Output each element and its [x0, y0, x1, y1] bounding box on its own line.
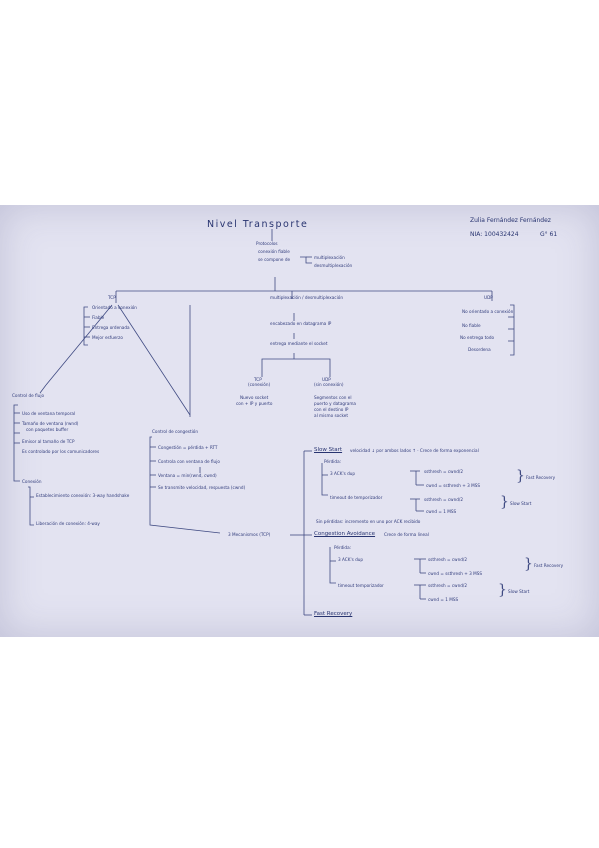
congestion-avoidance-acks: 3 ACK's dup	[338, 557, 364, 562]
slow-start-ref: Slow Start	[510, 501, 532, 506]
udp-item: No orientado a conexión	[462, 309, 514, 314]
mux-tcp-sub: (conexión)	[248, 382, 271, 387]
congestion-avoidance-slow-start-ref: Slow Start	[508, 589, 530, 594]
congestion-avoidance-desc: Crece de forma lineal	[384, 532, 429, 537]
slow-start-cwnd1: cwnd = ssthresh + 3 MSS	[426, 483, 481, 488]
brace-icon: }	[516, 468, 525, 484]
group-label: G° 61	[540, 231, 558, 238]
connection-item: Liberación de conexión: 4-way	[36, 521, 100, 526]
brace-icon: }	[500, 494, 509, 510]
slow-start-acks: 3 ACK's dup	[330, 471, 356, 476]
mux-udp-text: puerto y datagrama	[314, 401, 356, 406]
brace-icon: }	[524, 556, 533, 572]
slow-start-no-loss: Sin pérdidas: incremento en uno por ACK …	[316, 519, 421, 524]
fast-recovery-label: Fast Recovery	[314, 611, 353, 617]
connection-item: Establecimiento conexión: 3-way handshak…	[36, 493, 130, 498]
mux-udp-label: UDP	[322, 377, 331, 382]
root-item: conexión fiable	[258, 249, 290, 254]
mux-item: encabezado en datagrama IP	[270, 321, 332, 326]
root-sub-item: multiplexación	[314, 255, 345, 260]
tcp-label: TCP	[108, 295, 116, 300]
brace-icon: }	[498, 582, 507, 598]
page-title: Nivel Transporte	[207, 219, 309, 230]
congestion-avoidance-cwnd2: cwnd = 1 MSS	[428, 597, 459, 602]
congestion-item: Controla con ventana de flujo	[158, 459, 220, 464]
mechanisms-label: 3 Mecanismos (TCP)	[228, 532, 271, 537]
slow-start-timeout: timeout de temporizador	[330, 495, 383, 500]
root-sub-item: desmultiplexación	[314, 263, 353, 268]
tcp-item: Fiable	[92, 315, 105, 320]
congestion-avoidance-cwnd1: cwnd = ssthresh + 3 MSS	[428, 571, 483, 576]
slow-start-fast-recovery: Fast Recovery	[526, 475, 556, 480]
connector-lines	[13, 229, 515, 616]
nia-label: NIA: 100432424	[470, 231, 519, 238]
tcp-item: Mejor esfuerzo	[92, 335, 123, 340]
mux-tcp-label: TCP	[254, 377, 262, 382]
mux-udp-text: al mismo socket	[314, 413, 348, 418]
udp-item: Desordena	[468, 347, 491, 352]
author-name: Zulia Fernández Fernández	[470, 217, 551, 224]
mux-udp-sub: (sin conexión)	[314, 382, 344, 387]
udp-label: UDP	[484, 295, 493, 300]
flow-item: Tamaño de ventana (rwnd)	[22, 421, 79, 426]
udp-item: No entrega todo	[460, 335, 495, 340]
congestion-avoidance-label: Congestion Avoidance	[314, 531, 376, 537]
slow-start-label: Slow Start	[314, 447, 343, 453]
congestion-item: Congestión = pérdida + RTT	[158, 445, 218, 450]
root-item: se compone de	[258, 257, 291, 262]
mux-tcp-text: Nuevo socket	[240, 395, 269, 400]
tcp-item: Entrega ordenada	[92, 325, 130, 330]
mux-udp-text: con el destino IP	[314, 407, 349, 412]
mux-item: entrega mediante el socket	[270, 341, 328, 346]
connection-label: Conexión	[22, 479, 42, 484]
paper-sheet: Nivel Transporte Zulia Fernández Fernánd…	[0, 205, 599, 637]
congestion-avoidance-ssthresh2: ssthresh = cwnd/2	[428, 583, 467, 588]
slow-start-cwnd2: cwnd = 1 MSS	[426, 509, 457, 514]
slow-start-ssthresh2: ssthresh = cwnd/2	[424, 497, 463, 502]
root-label: Protocolos	[256, 241, 278, 246]
congestion-avoidance-timeout: timeout temporizador	[338, 583, 384, 588]
flow-item: Emisor al tamaño de TCP	[22, 439, 75, 444]
flow-item: Es controlado por los comunicadores	[22, 449, 100, 454]
slow-start-ssthresh1: ssthresh = cwnd/2	[424, 469, 463, 474]
tcp-item: Orientado a conexión	[92, 305, 137, 310]
slow-start-desc: velocidad ↓ por ambos lados ↑ · Crece de…	[350, 448, 479, 453]
congestion-label: Control de congestión	[152, 429, 198, 434]
flow-item: con paquetes buffer	[26, 427, 69, 432]
congestion-avoidance-perdida: Pérdida:	[334, 545, 352, 550]
congestion-item: Se transmite velocidad, respuesta (cwnd)	[158, 485, 246, 490]
flow-control-label: Control de flujo	[12, 393, 45, 398]
congestion-avoidance-fast-recovery: Fast Recovery	[534, 563, 564, 568]
mux-udp-text: Segmentos con el	[314, 395, 352, 400]
mux-label: multiplexación / desmultiplexación	[270, 295, 343, 300]
mux-tcp-text: con + IP y puerto	[236, 401, 273, 406]
slow-start-perdida: Pérdida:	[324, 459, 342, 464]
udp-item: No fiable	[462, 323, 481, 328]
congestion-avoidance-ssthresh1: ssthresh = cwnd/2	[428, 557, 467, 562]
congestion-item: Ventana = min(rwnd, cwnd)	[158, 473, 217, 478]
flow-item: Uso de ventana temporal	[22, 411, 76, 416]
